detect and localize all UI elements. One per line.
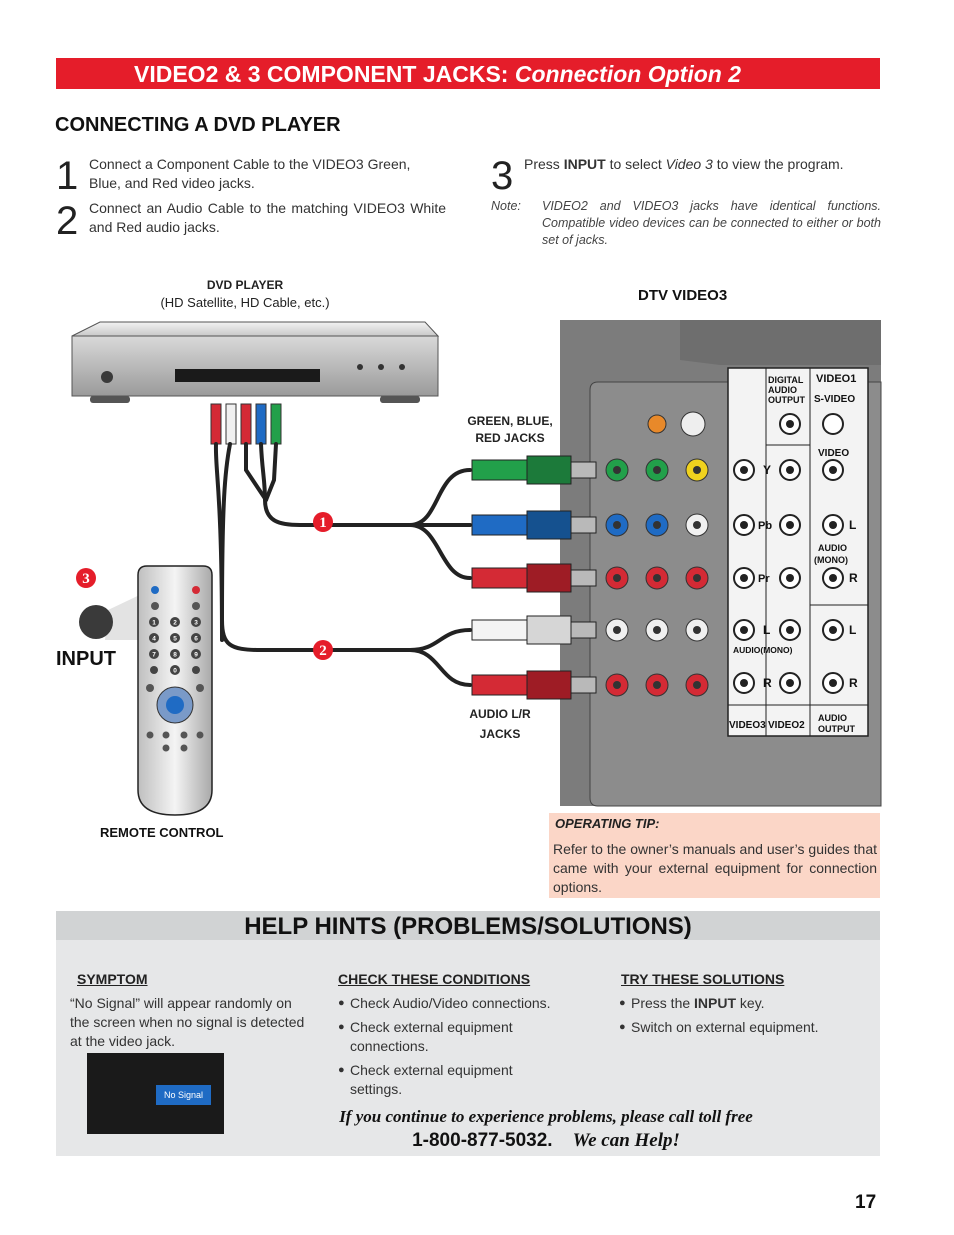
panel-audio-output-label-2: OUTPUT <box>818 724 856 734</box>
input-button-illustration <box>79 605 113 639</box>
operating-tip-title: OPERATING TIP: <box>555 816 660 831</box>
phone-number: 1-800-877-5032. <box>412 1130 553 1151</box>
audio-jacks-caption: AUDIO L/R JACKS <box>469 707 531 741</box>
solutions-list: Press the INPUT key. Switch on external … <box>619 994 869 1037</box>
panel-video1-label: VIDEO1 <box>816 373 856 385</box>
panel-audio-label: AUDIO <box>818 543 847 553</box>
remote-key-2: 2 <box>173 620 177 627</box>
remote-key-8: 8 <box>173 652 177 659</box>
remote-key-3: 3 <box>194 620 198 627</box>
no-signal-screen: No Signal <box>87 1053 224 1134</box>
condition-item: Check external equipment settings. <box>338 1061 540 1099</box>
rca-plugs <box>471 455 597 700</box>
condition-item: Check external equipment connections. <box>338 1018 540 1056</box>
remote-key-1: 1 <box>152 620 156 627</box>
panel-video2-label: VIDEO2 <box>768 720 805 731</box>
panel-audio-output-label-1: AUDIO <box>818 713 847 723</box>
step-1-text: Connect a Component Cable to the VIDEO3 … <box>89 156 411 191</box>
remote-key-5: 5 <box>173 636 177 643</box>
panel-video-label: VIDEO <box>818 448 849 459</box>
panel-r-label-3: R <box>849 676 858 690</box>
cables <box>213 442 472 687</box>
symptom-text: “No Signal” will appear randomly on the … <box>70 995 305 1049</box>
operating-tip-text: Refer to the owner’s manuals and user’s … <box>553 841 877 895</box>
step-2-number: 2 <box>56 199 79 243</box>
panel-svideo-label: S-VIDEO <box>814 394 855 405</box>
solutions-heading: TRY THESE SOLUTIONS <box>621 971 785 987</box>
solution-item: Switch on external equipment. <box>619 1018 869 1037</box>
remote-key-6: 6 <box>194 636 198 643</box>
note-label: Note: <box>491 199 521 213</box>
title-banner: VIDEO2 & 3 COMPONENT JACKS: Connection O… <box>56 58 880 89</box>
step-1-number: 1 <box>56 154 79 198</box>
step-2-text: Connect an Audio Cable to the matching V… <box>89 200 446 235</box>
panel-r-label-2: R <box>849 571 858 585</box>
page-number: 17 <box>855 1192 877 1213</box>
phone-line: 1-800-877-5032. We can Help! <box>286 1130 806 1152</box>
connection-diagram: DIGITAL AUDIO OUTPUT VIDEO1 S-VIDEO VIDE… <box>71 320 882 816</box>
help-hints-box: HELP HINTS (PROBLEMS/SOLUTIONS) SYMPTOM … <box>56 911 880 1156</box>
tollfree-text: If you continue to experience problems, … <box>339 1107 753 1126</box>
dvd-output-plugs <box>210 403 282 445</box>
remote-control-caption: REMOTE CONTROL <box>100 825 224 840</box>
conditions-heading: CHECK THESE CONDITIONS <box>338 971 531 987</box>
panel-pb-label: Pb <box>758 520 772 532</box>
operating-tip: OPERATING TIP: Refer to the owner’s manu… <box>549 813 880 898</box>
no-signal-message: No Signal <box>156 1085 211 1105</box>
panel-jacks <box>605 411 844 697</box>
panel-labels: DIGITAL AUDIO OUTPUT VIDEO1 S-VIDEO VIDE… <box>729 373 858 734</box>
input-key-label: INPUT <box>563 156 606 172</box>
dvd-player-caption: DVD PLAYER (HD Satellite, HD Cable, etc.… <box>160 278 330 310</box>
remote-key-4: 4 <box>152 636 156 643</box>
panel-digital-label-3: OUTPUT <box>768 395 806 405</box>
panel-digital-label-2: AUDIO <box>768 385 797 395</box>
help-hints-title: HELP HINTS (PROBLEMS/SOLUTIONS) <box>244 913 692 940</box>
panel-r-label: R <box>763 676 772 690</box>
remote-key-9: 9 <box>194 652 198 659</box>
panel-digital-label-1: DIGITAL <box>768 375 804 385</box>
solution-item: Press the INPUT key. <box>619 994 869 1013</box>
step-3-text: Press INPUT to select Video 3 to view th… <box>524 156 844 172</box>
help-hints-header: HELP HINTS (PROBLEMS/SOLUTIONS) <box>56 911 880 940</box>
symptom-heading: SYMPTOM <box>77 971 148 987</box>
title-main: VIDEO2 & 3 COMPONENT JACKS: <box>134 61 509 87</box>
section-title: CONNECTING A DVD PLAYER <box>55 114 341 136</box>
dtv-video3-label: DTV VIDEO3 <box>638 287 728 304</box>
panel-l-label-3: L <box>849 623 856 637</box>
input-label: INPUT <box>56 648 116 670</box>
remote-key-0: 0 <box>173 668 177 675</box>
step-3-number: 3 <box>491 154 514 198</box>
panel-mono-label: (MONO) <box>814 555 848 565</box>
gbr-jacks-caption: GREEN, BLUE, RED JACKS <box>467 414 553 445</box>
panel-y-label: Y <box>763 463 771 477</box>
dvd-player <box>71 321 440 403</box>
panel-l-label-2: L <box>849 518 856 532</box>
condition-item: Check Audio/Video connections. <box>338 994 588 1013</box>
title-option: Connection Option 2 <box>514 61 741 87</box>
conditions-list: Check Audio/Video connections. Check ext… <box>338 994 588 1099</box>
tv-back-panel <box>560 320 882 807</box>
panel-l-label: L <box>763 623 770 637</box>
callouts: 1 2 3 <box>76 512 333 660</box>
callout-3: 3 <box>82 571 90 587</box>
panel-audio-mono-label: AUDIO(MONO) <box>733 645 793 655</box>
callout-1: 1 <box>319 515 327 531</box>
callout-2: 2 <box>319 643 327 659</box>
page-title: VIDEO2 & 3 COMPONENT JACKS: Connection O… <box>134 61 741 88</box>
panel-video3-label: VIDEO3 <box>729 720 766 731</box>
note-text: VIDEO2 and VIDEO3 jacks have identical f… <box>542 199 881 247</box>
we-can-help: We can Help! <box>572 1130 680 1151</box>
remote-control: 1 2 3 4 5 6 7 8 9 0 <box>79 565 213 816</box>
panel-pr-label: Pr <box>758 573 770 585</box>
remote-key-7: 7 <box>152 652 156 659</box>
